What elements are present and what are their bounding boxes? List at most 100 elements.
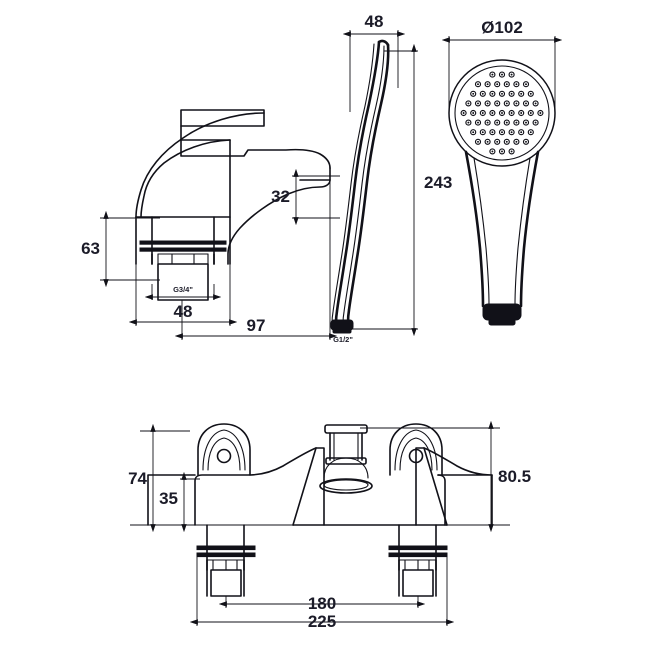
- shower-nozzle: [508, 90, 515, 97]
- dimension-bath-225: 225: [189, 557, 455, 631]
- shower-nozzle: [460, 109, 467, 117]
- shower-nozzle-centre: [467, 102, 470, 105]
- handset-body: [331, 39, 390, 325]
- shower-nozzle: [518, 90, 525, 97]
- shower-nozzle: [503, 100, 510, 107]
- shower-nozzle: [498, 109, 506, 117]
- shower-nozzle-centre: [496, 102, 499, 105]
- shower-nozzle: [484, 138, 491, 145]
- shower-nozzle: [508, 129, 515, 136]
- shower-nozzle-centre: [534, 121, 537, 124]
- shower-nozzle-centre: [510, 92, 513, 95]
- dimension-handset-48: 48: [342, 12, 406, 112]
- shower-nozzle: [503, 81, 510, 88]
- shower-nozzle-centre: [510, 73, 513, 76]
- shower-nozzle-centre: [477, 83, 479, 86]
- shower-nozzle-centre: [491, 92, 494, 95]
- shower-nozzle: [508, 148, 515, 155]
- shower-head-face: [454, 65, 550, 161]
- dimension-label-bath-180: 180: [308, 594, 336, 613]
- shower-nozzle-centre: [496, 140, 499, 143]
- dimension-head-diameter: Ø102: [441, 18, 563, 112]
- basin-lever-handle: [135, 109, 265, 218]
- shower-head-connector: [482, 303, 522, 326]
- dimension-basin-32: 32: [271, 168, 340, 226]
- shower-nozzle: [474, 81, 482, 88]
- shower-nozzle: [503, 138, 510, 145]
- shower-nozzle-centre: [529, 131, 532, 134]
- shower-nozzle-centre: [525, 121, 527, 124]
- shower-nozzle-centre: [477, 102, 479, 105]
- bath-left-handle-screw: [216, 448, 232, 464]
- shower-nozzle-centre: [472, 112, 475, 114]
- dimension-label-basin-thread: G3/4": [173, 285, 193, 294]
- shower-nozzle: [484, 100, 491, 107]
- shower-nozzle-centre: [525, 140, 527, 143]
- dimension-label-handset-243: 243: [424, 173, 452, 192]
- basin-mounting-shank: [139, 216, 227, 301]
- shower-nozzle-centre: [491, 73, 494, 76]
- shower-nozzle: [489, 109, 496, 117]
- dimension-bath-805: 80.5: [360, 420, 531, 533]
- shower-nozzle: [508, 109, 515, 117]
- shower-nozzle-centre: [491, 131, 494, 134]
- shower-nozzle-centre: [467, 121, 470, 124]
- shower-nozzle: [465, 119, 472, 126]
- dimension-bath-35: 35: [159, 471, 200, 533]
- shower-nozzle: [484, 81, 491, 88]
- dimension-label-bath-805: 80.5: [498, 467, 531, 486]
- shower-nozzle-centre: [486, 140, 489, 143]
- shower-nozzle: [518, 129, 525, 136]
- shower-nozzle: [470, 129, 477, 136]
- shower-nozzle-centre: [501, 150, 503, 153]
- shower-nozzle: [489, 71, 496, 78]
- shower-nozzle: [513, 119, 520, 126]
- shower-nozzle-centre: [501, 131, 503, 134]
- dimension-label-bath-74: 74: [128, 469, 147, 488]
- shower-nozzle-centre: [525, 83, 527, 86]
- shower-nozzle-centre: [486, 83, 489, 86]
- shower-nozzle-centre: [472, 92, 475, 95]
- handset-hose-connector: [330, 319, 354, 334]
- bath-diverter-knob: [324, 424, 368, 465]
- dimension-basin-48: 48: [128, 264, 238, 326]
- shower-nozzle-centre: [501, 73, 503, 76]
- shower-nozzle: [522, 138, 530, 145]
- shower-nozzle: [498, 148, 506, 155]
- shower-nozzle: [513, 100, 520, 107]
- shower-nozzle-centre: [510, 150, 513, 153]
- shower-nozzle: [479, 129, 486, 136]
- shower-nozzle-centre: [486, 102, 489, 105]
- shower-nozzle: [470, 90, 477, 97]
- bath-right-handle: [389, 423, 443, 476]
- dimension-label-basin-48: 48: [174, 302, 193, 321]
- shower-nozzle-centre: [496, 83, 499, 86]
- shower-nozzle: [465, 100, 472, 107]
- dimension-basin-63: 63: [81, 210, 160, 288]
- shower-nozzle-centre: [515, 83, 518, 86]
- shower-nozzle-centre: [491, 112, 494, 114]
- shower-nozzle: [474, 138, 482, 145]
- shower-nozzle-centre: [462, 112, 465, 114]
- shower-nozzle-centre: [515, 121, 518, 124]
- shower-nozzle-centre: [481, 131, 484, 134]
- shower-nozzle-centre: [481, 112, 484, 114]
- figure-bath-filler: 74 35 80.5 180: [128, 420, 531, 631]
- shower-nozzle-centre: [496, 121, 499, 124]
- shower-nozzle-centre: [529, 112, 532, 114]
- dimension-basin-thread: G3/4": [144, 284, 222, 300]
- shower-nozzle-centre: [510, 131, 513, 134]
- shower-nozzle: [494, 138, 501, 145]
- dimension-label-bath-35: 35: [159, 489, 178, 508]
- bath-spout-body: [292, 447, 448, 526]
- shower-nozzle: [522, 119, 530, 126]
- shower-nozzle-centre: [520, 92, 523, 95]
- shower-nozzle-centre: [534, 102, 537, 105]
- shower-nozzle: [522, 81, 530, 88]
- shower-nozzle: [527, 109, 534, 117]
- shower-nozzle-centre: [505, 121, 508, 124]
- bath-left-handle: [197, 423, 251, 476]
- shower-nozzle: [513, 138, 520, 145]
- shower-nozzle: [489, 148, 496, 155]
